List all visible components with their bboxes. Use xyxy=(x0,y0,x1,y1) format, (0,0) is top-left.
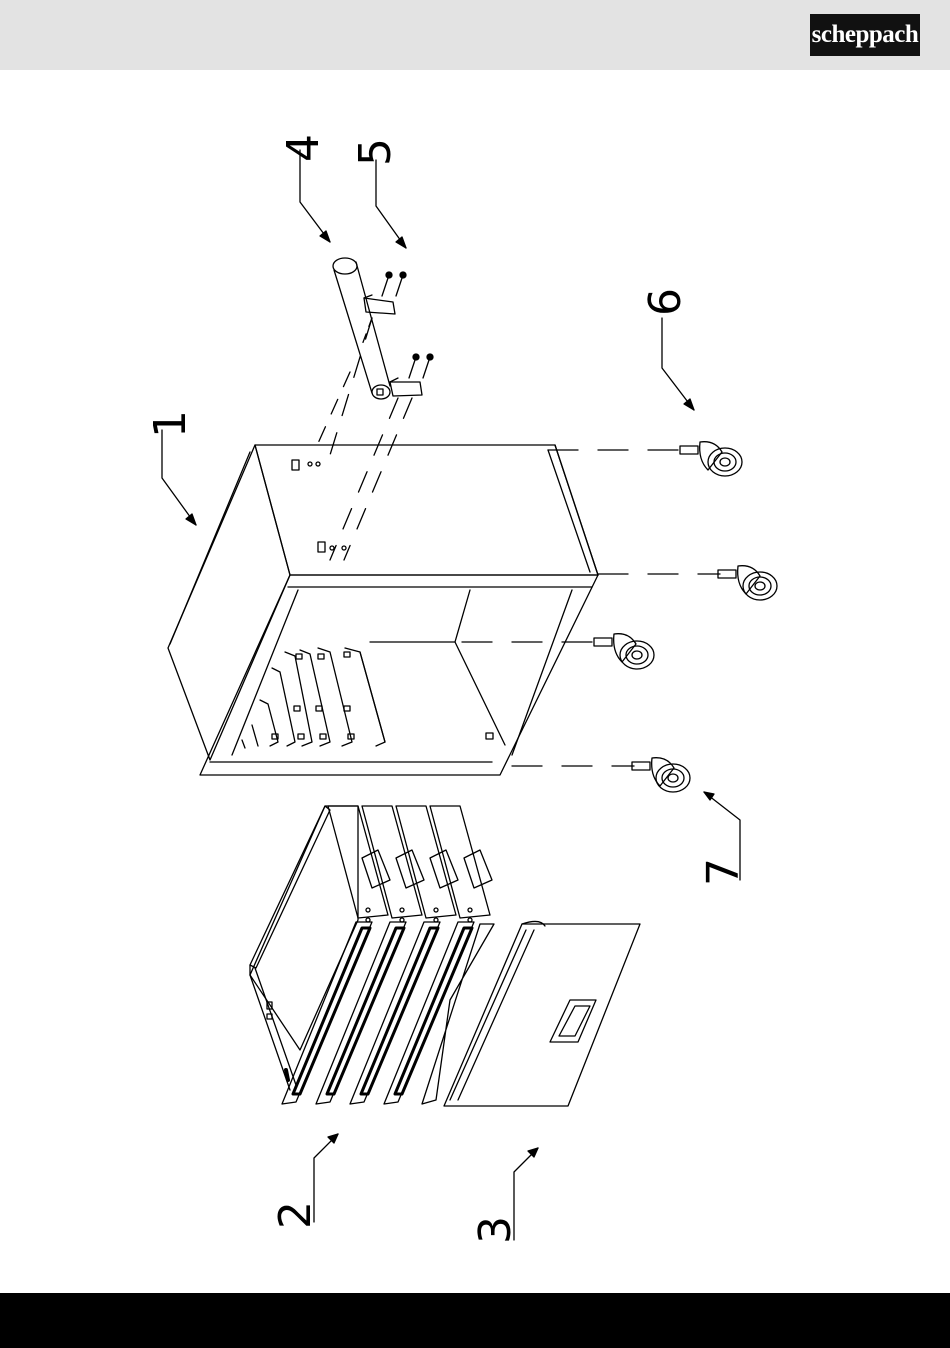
callout-5: 5 xyxy=(350,138,401,166)
page-footer xyxy=(0,1293,950,1348)
page-header: scheppach xyxy=(0,0,950,70)
caster xyxy=(548,442,742,476)
exploded-assembly-diagram: 1 4 5 6 7 2 3 xyxy=(0,70,950,1293)
door xyxy=(444,921,640,1106)
callout-6: 6 xyxy=(640,288,691,316)
caster xyxy=(512,758,690,792)
brand-logo: scheppach xyxy=(810,14,920,56)
drawers xyxy=(250,806,494,1104)
caster xyxy=(598,566,777,600)
callout-4: 4 xyxy=(278,134,329,162)
caster xyxy=(462,634,654,669)
handle-bar xyxy=(315,258,422,560)
callout-7: 7 xyxy=(698,858,749,886)
screws xyxy=(382,272,433,378)
callout-3: 3 xyxy=(470,1216,521,1244)
cabinet-body xyxy=(168,445,598,775)
callout-1: 1 xyxy=(145,410,196,438)
callout-2: 2 xyxy=(270,1201,321,1229)
